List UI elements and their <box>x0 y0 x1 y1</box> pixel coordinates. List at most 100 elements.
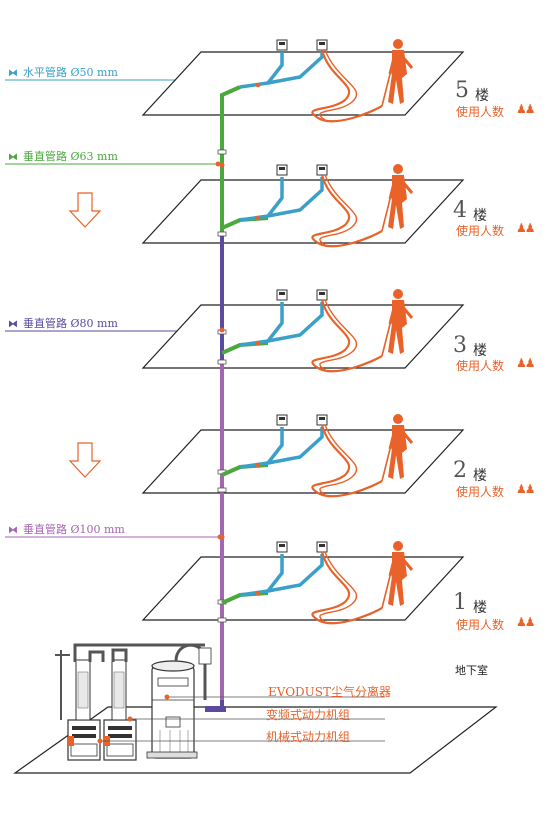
operator-figure <box>388 432 396 450</box>
floor-slab <box>141 304 465 369</box>
branch-pipe-blue <box>239 52 284 89</box>
branch-dot <box>255 215 261 221</box>
floor-slab <box>141 556 465 621</box>
pipe-label-horizontal-50: ⧓水平管路 Ø50 mm <box>8 66 118 80</box>
branch-dot <box>255 82 261 88</box>
floor-users-label: 使用人数 <box>456 618 505 632</box>
pipe-joint <box>217 487 227 493</box>
separator-label: EVODUST尘气分离器 <box>268 685 392 699</box>
pipe-connector-icon: ⧓ <box>8 152 18 163</box>
branch-pipe-blue <box>239 177 284 222</box>
down-arrow-icon <box>68 192 102 228</box>
floor-users-label: 使用人数 <box>456 359 505 373</box>
wall-inlet-port <box>319 417 325 420</box>
separator-base <box>146 751 198 759</box>
pipe-label-vertical-100: ⧓ 垂直管路 Ø100 mm <box>8 523 125 537</box>
pipe-label-vertical-63: ⧓垂直管路 Ø63 mm <box>8 150 118 164</box>
power-unit-panel <box>70 743 98 757</box>
operator-figure <box>393 541 403 551</box>
pipe-joint <box>217 231 227 237</box>
vacuum-hose <box>319 174 358 246</box>
power-unit-panel <box>106 743 134 757</box>
operator-figure <box>388 559 396 577</box>
vacuum-hose <box>311 49 383 123</box>
branch-pipe-blue <box>239 554 284 597</box>
power-unit-vent <box>108 726 132 730</box>
branch-pipe-green <box>220 85 241 97</box>
operator-figure <box>393 164 403 174</box>
basement-label: 地下室 <box>455 664 488 677</box>
people-pair-icon: ♟♟ <box>516 221 535 235</box>
leader-dot <box>164 694 170 700</box>
people-pair-icon: ♟♟ <box>516 482 535 496</box>
exhaust-pipe <box>73 643 205 662</box>
branch-pipe-blue <box>267 554 324 593</box>
vacuum-wand <box>381 198 391 232</box>
vacuum-wand <box>381 575 391 609</box>
separator-lid <box>151 660 195 672</box>
floor-word: 楼 <box>475 88 489 104</box>
vacuum-hose <box>319 424 358 496</box>
wall-inlet-port <box>319 42 325 45</box>
branch-pipe-blue <box>267 302 324 343</box>
floor-word: 楼 <box>473 208 487 224</box>
wall-inlet-port <box>319 167 325 170</box>
riser-dot <box>219 534 225 540</box>
people-pair-icon: ♟♟ <box>516 102 535 116</box>
vacuum-wand <box>381 73 391 107</box>
operator-figure <box>400 430 414 444</box>
operator-figure <box>393 289 403 299</box>
leader-dot <box>215 161 221 167</box>
wall-inlet-port <box>279 167 285 170</box>
branch-pipe-blue <box>239 302 284 347</box>
floor-slab <box>141 179 465 244</box>
floor-number-3: 3 <box>453 333 467 358</box>
power-unit-vent <box>72 734 96 738</box>
power-unit-vent <box>72 726 96 730</box>
separator-valve <box>198 647 212 665</box>
branch-dot <box>255 340 261 346</box>
operator-figure <box>400 55 414 69</box>
branch-pipe-blue <box>239 427 284 469</box>
power-unit-indicator <box>68 736 74 746</box>
people-pair-icon: ♟♟ <box>516 356 535 370</box>
floor-slab <box>141 51 465 116</box>
vacuum-hose <box>311 424 383 498</box>
operator-figure <box>400 305 414 319</box>
pipe-joint <box>217 359 227 365</box>
floor-number-1: 1 <box>453 590 467 615</box>
leader-dot <box>97 738 103 744</box>
wall-inlet-port <box>319 544 325 547</box>
vacuum-hose <box>319 299 358 371</box>
floor-number-2: 2 <box>453 458 467 483</box>
pipe-label-text: 垂直管路 Ø100 mm <box>23 523 125 536</box>
floor-number-4: 4 <box>453 198 467 223</box>
operator-figure <box>388 57 396 75</box>
floor-word: 楼 <box>473 600 487 616</box>
floor-slab <box>141 429 465 494</box>
branch-pipe-blue <box>267 52 324 85</box>
down-arrow-icon <box>68 442 102 478</box>
pipe-label-text: 水平管路 Ø50 mm <box>23 66 118 79</box>
wall-inlet-port <box>279 42 285 45</box>
floor-word: 楼 <box>473 468 487 484</box>
vacuum-hose <box>319 551 358 623</box>
branch-pipe-blue <box>267 427 324 465</box>
operator-figure <box>400 557 414 571</box>
pipe-connector-icon: ⧓ <box>8 525 18 536</box>
vacuum-hose <box>311 299 383 373</box>
separator-badge <box>157 677 189 687</box>
vacuum-hose <box>319 49 358 121</box>
pipe-label-text: 垂直管路 Ø80 mm <box>23 317 118 330</box>
pipe-joint <box>217 149 227 155</box>
branch-pipe-blue <box>267 177 324 218</box>
wall-inlet-port <box>279 292 285 295</box>
floor-users-label: 使用人数 <box>456 224 505 238</box>
operator-figure <box>388 307 396 325</box>
operator-figure <box>388 182 396 200</box>
wall-inlet-port <box>279 544 285 547</box>
operator-figure <box>400 180 414 194</box>
people-pair-icon: ♟♟ <box>516 615 535 629</box>
